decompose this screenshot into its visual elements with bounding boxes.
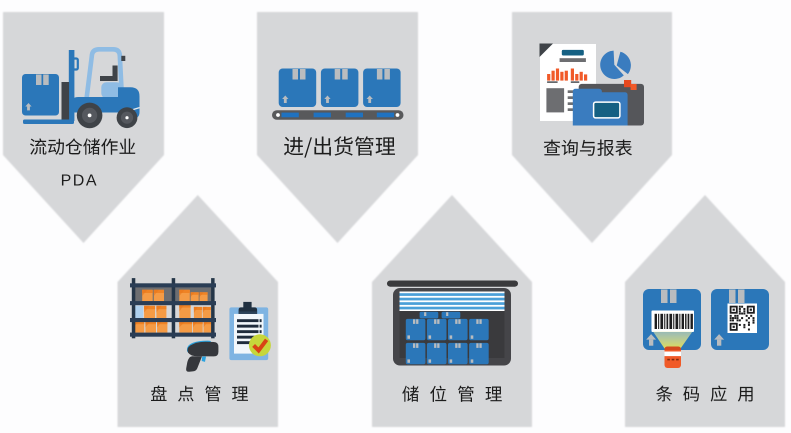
svg-text:PDA: PDA [61,172,98,189]
